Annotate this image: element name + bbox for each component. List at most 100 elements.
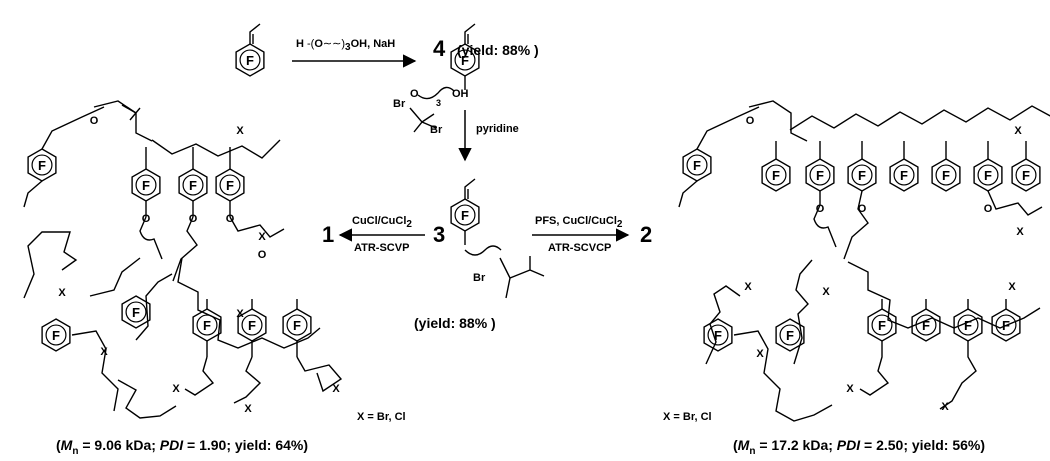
ring-letter: F [189, 178, 197, 193]
bond-line [23, 180, 43, 208]
polymer-2-properties: (Mn = 17.2 kDa; PDI = 2.50; yield: 56%) [733, 437, 986, 457]
x-atom-label: X [332, 383, 340, 395]
bond-lines [23, 23, 1050, 422]
fluorinated-benzene-ring: F [450, 43, 480, 77]
compound-3-number: 3 [433, 222, 446, 247]
left-catalyst: CuCl/CuCl2 [352, 215, 412, 231]
ring-letter: F [203, 318, 211, 333]
ring-letter: F [1002, 318, 1010, 333]
compound-3-br: Br [473, 272, 486, 284]
compound-3-yield: (yield: 88% ) [414, 315, 496, 331]
bond-line [177, 257, 321, 349]
bond-line [789, 105, 1050, 131]
bond-line [847, 261, 1041, 329]
bond-line [813, 191, 837, 248]
bond-line [421, 113, 437, 129]
x-atom-label: X [744, 281, 752, 293]
oxygen-atom-label: O [90, 115, 99, 127]
polymer-1-properties: (Mn = 9.06 kDa; PDI = 1.90; yield: 64%) [56, 437, 309, 457]
bond-line [843, 190, 869, 260]
ring-letter: F [142, 178, 150, 193]
bond-line [135, 273, 173, 341]
compound-4-oh: OH [452, 88, 469, 100]
left-method: ATR-SCVP [354, 242, 410, 254]
x-atom-label: X [1008, 281, 1016, 293]
bond-line [229, 216, 285, 238]
fluorinated-benzene-ring: F [237, 308, 267, 342]
x-atom-label: X [822, 286, 830, 298]
oxygen-atom-label: O [746, 115, 755, 127]
fluorinated-benzene-ring: F [121, 295, 151, 329]
reaction-arrows [292, 54, 630, 242]
fluorinated-benzene-ring: F [192, 308, 222, 342]
x-atom-label: X [941, 401, 949, 413]
bond-line [499, 256, 545, 299]
ring-letter: F [52, 328, 60, 343]
fluorinated-benzene-ring: F [282, 308, 312, 342]
x-atom-label: X [236, 308, 244, 320]
fluorinated-benzene-ring: F [682, 148, 712, 182]
oxygen-atom-label: O [858, 203, 867, 215]
bond-line [409, 107, 423, 133]
right-catalyst: PFS, CuCl/CuCl2 [535, 215, 623, 231]
fluorinated-benzene-ring: F [131, 168, 161, 202]
bond-line [987, 190, 1043, 216]
bond-line [89, 257, 141, 297]
ring-letter: F [786, 328, 794, 343]
fluorinated-benzene-ring: F [889, 158, 919, 192]
fluorinated-benzene-ring: F [703, 318, 733, 352]
x-atom-label: X [846, 383, 854, 395]
ring-letter: F [693, 158, 701, 173]
oxygen-atom-label: O [984, 203, 993, 215]
oxygen-atom-label: O [142, 213, 151, 225]
ring-letter: F [461, 208, 469, 223]
bond-line [23, 231, 78, 299]
bond-line [71, 330, 119, 412]
bond-line [464, 23, 476, 44]
oxygen-atom-label: O [258, 249, 267, 261]
x-atom-label: X [1014, 125, 1022, 137]
ring-letter: F [226, 178, 234, 193]
step1-suffix: OH, NaH [350, 38, 396, 50]
step2-br1: Br [393, 98, 406, 110]
bond-line [117, 379, 177, 419]
right-method: ATR-SCVCP [548, 242, 612, 254]
x-definition-right: X = Br, Cl [663, 411, 712, 423]
ring-letter: F [858, 168, 866, 183]
fluorinated-benzene-ring: F [931, 158, 961, 192]
step1-prefix: H [296, 38, 304, 50]
fluorinated-benzene-ring: F [41, 318, 71, 352]
compound-4-o: O [410, 88, 419, 100]
bond-line [296, 356, 343, 393]
bond-line [748, 100, 808, 142]
bond-line [121, 104, 141, 121]
bond-line [705, 285, 741, 365]
x-atom-label: X [100, 346, 108, 358]
bond-line [678, 180, 698, 208]
compound-1-number: 1 [322, 222, 335, 247]
bond-line [184, 356, 215, 396]
ring-letter: F [878, 318, 886, 333]
fluorinated-benzene-ring: F [805, 158, 835, 192]
fluorinated-benzene-ring: F [991, 308, 1021, 342]
ring-letter: F [132, 305, 140, 320]
oxygen-atom-label: O [189, 213, 198, 225]
ring-letter: F [984, 168, 992, 183]
bond-line [733, 330, 833, 422]
bond-line [793, 259, 813, 365]
fluorinated-benzene-ring: F [867, 308, 897, 342]
fluorinated-benzene-ring: F [953, 308, 983, 342]
bond-line [939, 341, 977, 410]
fluorinated-benzene-ring: F [1011, 158, 1041, 192]
fluorinated-benzene-ring: F [235, 43, 265, 77]
x-atom-label: X [756, 348, 764, 360]
step2-br2: Br [430, 124, 443, 136]
fluorinated-benzene-ring: F [215, 168, 245, 202]
oxygen-atom-label: O [226, 213, 235, 225]
ring-letter: F [1022, 168, 1030, 183]
bond-line [41, 106, 105, 150]
ring-letter: F [248, 318, 256, 333]
bond-line [172, 216, 198, 282]
